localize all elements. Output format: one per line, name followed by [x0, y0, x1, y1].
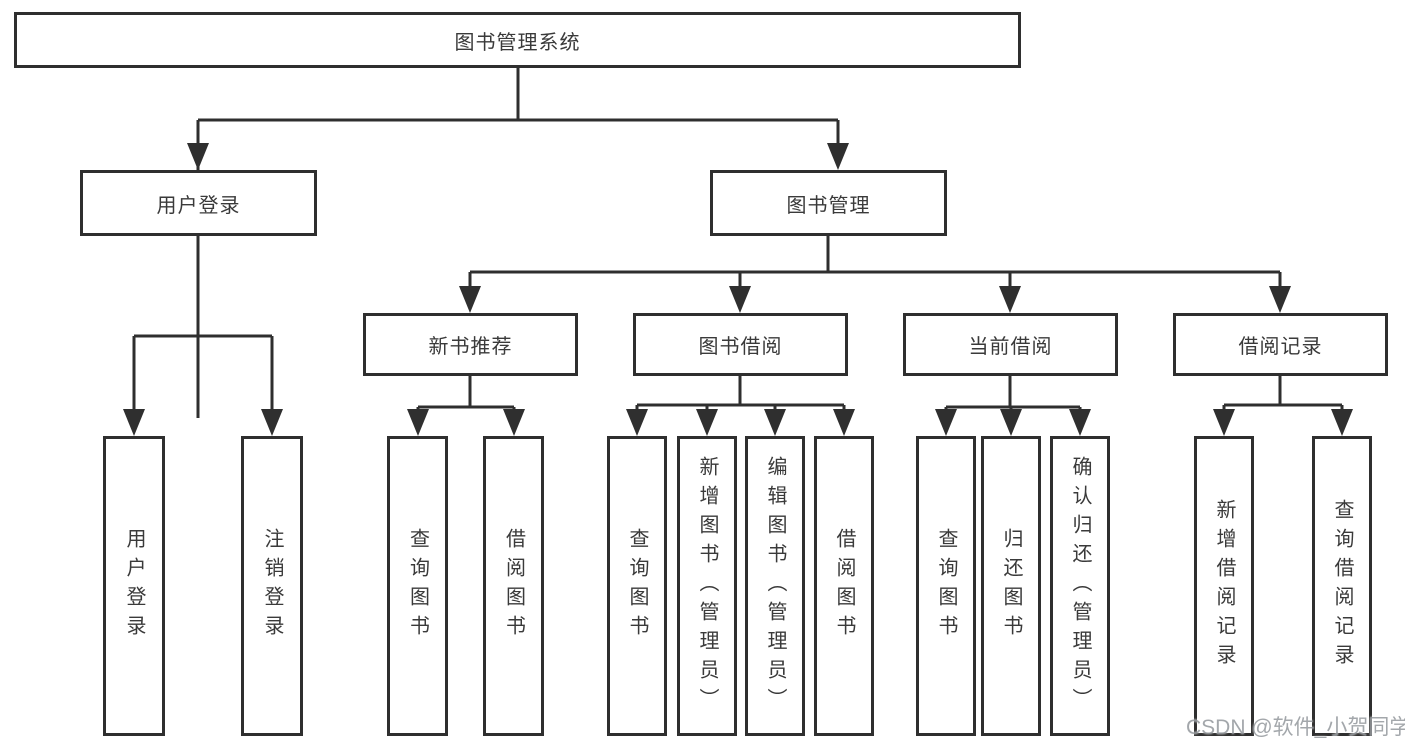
node-label: 新书推荐	[428, 336, 513, 358]
node-label: 借阅记录	[1238, 336, 1323, 358]
arrow-down-icons	[123, 143, 1353, 436]
leaf-label: 查询图书	[626, 528, 648, 644]
node-label: 图书管理	[786, 194, 871, 217]
leaf-edit-book-admin: 编辑图书（管理员）	[745, 436, 805, 736]
leaf-label: 用户登录	[123, 528, 145, 644]
leaf-borrow-books-recommend: 借阅图书	[483, 436, 544, 736]
leaf-label: 查询图书	[406, 528, 429, 644]
leaf-label: 查询借阅记录	[1331, 499, 1353, 673]
node-user-login: 用户登录	[80, 170, 317, 236]
leaf-confirm-return-admin: 确认归还（管理员）	[1050, 436, 1110, 736]
node-library-management-system: 图书管理系统	[14, 12, 1021, 68]
leaf-logout: 注销登录	[241, 436, 303, 736]
node-label: 当前借阅	[968, 336, 1053, 358]
node-label: 图书借阅	[698, 336, 783, 358]
leaf-label: 借阅图书	[833, 528, 855, 644]
leaf-label: 确认归还（管理员）	[1069, 455, 1091, 717]
watermark: CSDN @软件_小贺同学	[1186, 716, 1405, 739]
node-current-borrow: 当前借阅	[903, 313, 1118, 376]
node-book-borrow: 图书借阅	[633, 313, 848, 376]
node-new-book-recommend: 新书推荐	[363, 313, 578, 376]
leaf-label: 新增借阅记录	[1213, 499, 1235, 673]
leaf-label: 归还图书	[1000, 528, 1022, 644]
leaf-query-books-recommend: 查询图书	[387, 436, 448, 736]
node-borrow-records: 借阅记录	[1173, 313, 1388, 376]
leaf-query-borrow-record: 查询借阅记录	[1312, 436, 1372, 736]
leaf-query-books-borrow: 查询图书	[607, 436, 667, 736]
leaf-label: 注销登录	[261, 528, 283, 644]
leaf-label: 查询图书	[935, 528, 957, 644]
leaf-label: 新增图书（管理员）	[696, 455, 718, 717]
leaf-label: 借阅图书	[502, 528, 525, 644]
leaf-query-books-current: 查询图书	[916, 436, 976, 736]
leaf-return-books: 归还图书	[981, 436, 1041, 736]
node-label: 用户登录	[156, 194, 241, 217]
leaf-label: 编辑图书（管理员）	[764, 455, 786, 717]
leaf-user-login: 用户登录	[103, 436, 165, 736]
leaf-add-borrow-record: 新增借阅记录	[1194, 436, 1254, 736]
leaf-add-book-admin: 新增图书（管理员）	[677, 436, 737, 736]
node-book-management: 图书管理	[710, 170, 947, 236]
leaf-borrow-books: 借阅图书	[814, 436, 874, 736]
node-label: 图书管理系统	[454, 31, 581, 54]
